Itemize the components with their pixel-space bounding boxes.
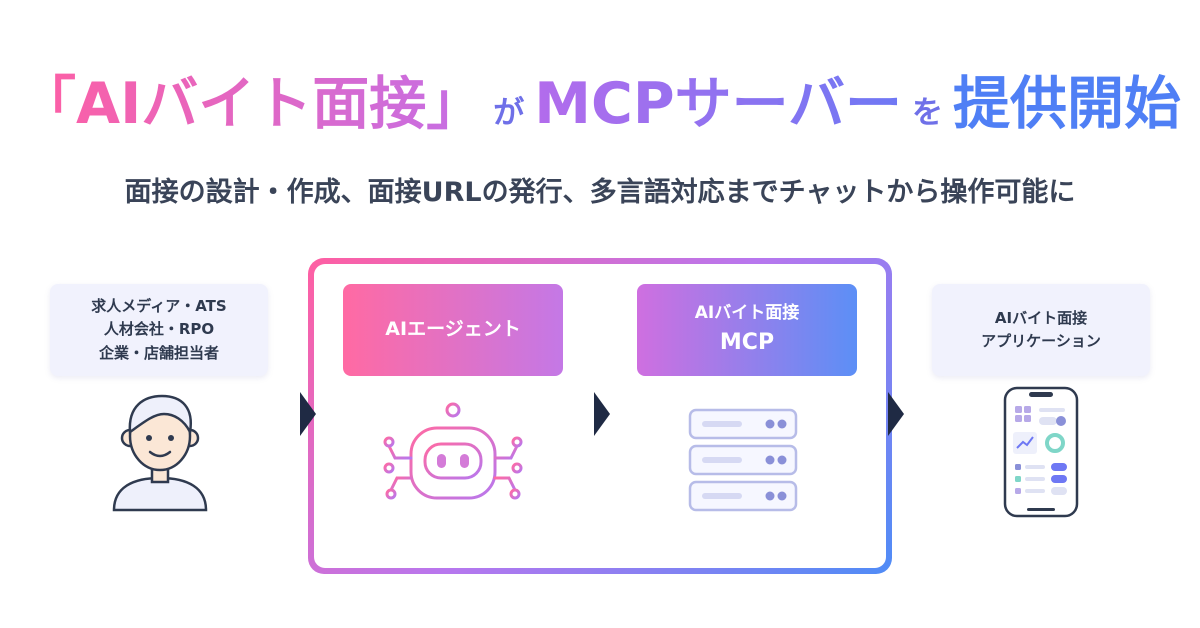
- server-icon: [688, 408, 798, 512]
- mcp-card-product: AIバイト面接: [694, 302, 800, 323]
- application-line-app: アプリケーション: [981, 332, 1101, 350]
- headline: 「AIバイト面接」 が MCPサーバー を 提供開始: [0, 58, 1200, 148]
- headline-launch: 提供開始: [953, 71, 1182, 137]
- headline-particle-wo: を: [912, 95, 944, 131]
- smartphone-app-icon: [1003, 386, 1079, 518]
- arrow-right-icon: [888, 392, 904, 436]
- robot-icon: [383, 402, 523, 500]
- subtitle: 面接の設計・作成、面接URLの発行、多言語対応までチャットから操作可能に: [124, 177, 1076, 208]
- mcp-card: AIバイト面接 MCP: [637, 284, 857, 376]
- mcp-card-mcp: MCP: [719, 330, 775, 356]
- application-line-product: AIバイト面接: [994, 308, 1088, 327]
- client-card: 求人メディア・ATS 人材会社・RPO 企業・店舗担当者: [50, 284, 268, 376]
- ai-agent-label: AIエージェント: [385, 318, 521, 341]
- arrow-right-icon: [594, 392, 610, 436]
- application-card: AIバイト面接 アプリケーション: [932, 284, 1150, 376]
- client-line-media: 求人メディア・ATS: [91, 297, 227, 316]
- client-line-agency: 人材会社・RPO: [103, 320, 215, 339]
- ai-agent-card: AIエージェント: [343, 284, 563, 376]
- headline-product: 「AIバイト面接」: [19, 58, 483, 140]
- client-line-company: 企業・店舗担当者: [98, 343, 219, 362]
- arrow-right-icon: [300, 392, 316, 436]
- headline-mcp-server: MCPサーバー: [534, 58, 902, 140]
- user-icon: [112, 394, 208, 512]
- headline-particle-ga: が: [493, 95, 525, 131]
